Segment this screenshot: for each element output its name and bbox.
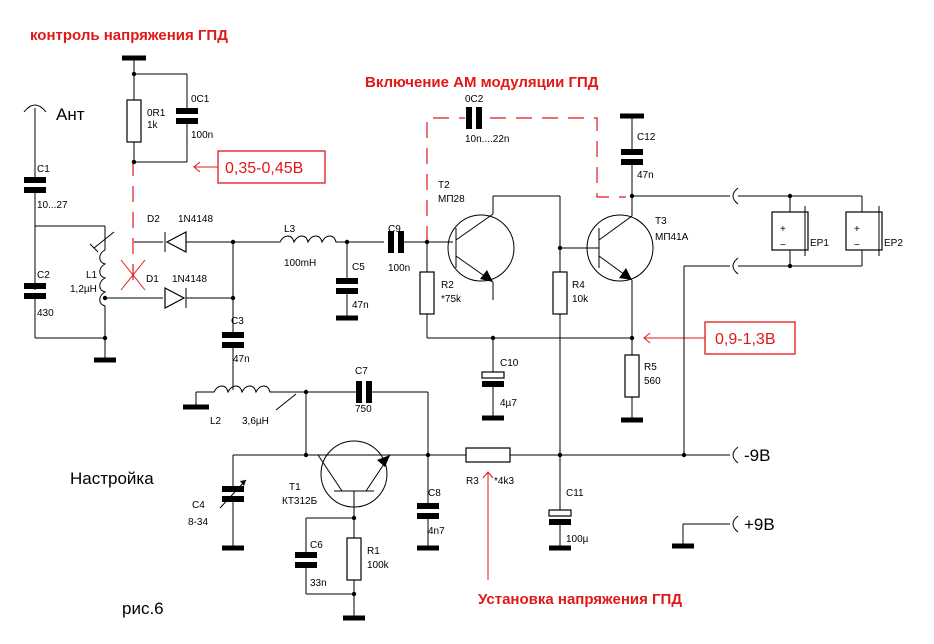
voltage-box-2: 0,9-1,3В	[704, 321, 796, 355]
svg-text:560: 560	[644, 376, 661, 387]
svg-text:4µ7: 4µ7	[500, 398, 517, 409]
svg-text:T1: T1	[289, 482, 301, 493]
tuning-label: Настройка	[70, 469, 154, 488]
svg-text:10k: 10k	[572, 294, 589, 305]
svg-text:D1: D1	[146, 274, 159, 285]
svg-text:−: −	[854, 240, 860, 251]
svg-text:R4: R4	[572, 280, 585, 291]
svg-text:R1: R1	[367, 546, 380, 557]
svg-text:КТ312Б: КТ312Б	[282, 496, 318, 507]
ant-label: Ант	[56, 105, 85, 124]
svg-text:0C2: 0C2	[465, 94, 484, 105]
svg-text:МП28: МП28	[438, 194, 465, 205]
svg-text:C11: C11	[566, 488, 584, 499]
svg-text:47n: 47n	[233, 354, 250, 365]
svg-text:100n: 100n	[388, 263, 410, 274]
svg-text:L2: L2	[210, 416, 222, 427]
svg-text:*75k: *75k	[441, 294, 462, 305]
antenna-icon	[23, 104, 47, 113]
am-enable-note: Включение АМ модуляции ГПД	[365, 74, 599, 91]
svg-text:1,2µH: 1,2µH	[70, 284, 97, 295]
plus9-jack	[732, 515, 739, 533]
am-dash-right	[490, 117, 626, 198]
svg-text:D2: D2	[147, 214, 160, 225]
ep2-headphone: + − EP2	[845, 196, 903, 266]
svg-text:10...27: 10...27	[37, 200, 68, 211]
svg-text:R5: R5	[644, 362, 657, 373]
svg-text:C3: C3	[231, 316, 244, 327]
svg-text:C2: C2	[37, 270, 50, 281]
voltage-box-1: 0,35-0,45В	[217, 150, 326, 184]
svg-text:100k: 100k	[367, 560, 390, 571]
out-jack-top	[732, 187, 739, 205]
svg-text:0,9-1,3В: 0,9-1,3В	[715, 331, 775, 348]
svg-text:3,6µH: 3,6µH	[242, 416, 269, 427]
svg-text:1N4148: 1N4148	[172, 274, 207, 285]
svg-text:EP1: EP1	[810, 238, 829, 249]
svg-text:R3: R3	[466, 476, 479, 487]
svg-text:R2: R2	[441, 280, 454, 291]
voltage-check-note: контроль напряжения ГПД	[30, 27, 228, 44]
svg-text:430: 430	[37, 308, 54, 319]
t3-transistor	[586, 214, 654, 282]
svg-text:47n: 47n	[352, 300, 369, 311]
svg-text:8-34: 8-34	[188, 517, 208, 528]
l3-coil	[233, 235, 384, 244]
svg-text:100mH: 100mH	[284, 258, 316, 269]
minus9-jack	[732, 446, 739, 464]
svg-text:100n: 100n	[191, 130, 213, 141]
svg-text:−: −	[780, 240, 786, 251]
minus9-label: -9В	[744, 446, 770, 465]
svg-text:EP2: EP2	[884, 238, 903, 249]
svg-text:T2: T2	[438, 180, 450, 191]
svg-text:0C1: 0C1	[191, 94, 210, 105]
svg-text:T3: T3	[655, 216, 667, 227]
svg-text:C8: C8	[428, 488, 441, 499]
svg-text:+: +	[854, 224, 860, 235]
am-dash-left	[426, 117, 465, 242]
svg-text:33n: 33n	[310, 578, 327, 589]
ep1-headphone: + − EP1	[771, 193, 829, 269]
figure-label: рис.6	[122, 599, 164, 618]
svg-text:*4k3: *4k3	[494, 476, 514, 487]
svg-text:C12: C12	[637, 132, 656, 143]
svg-text:+: +	[780, 224, 786, 235]
svg-text:4n7: 4n7	[428, 526, 445, 537]
svg-text:1N4148: 1N4148	[178, 214, 213, 225]
svg-text:0,35-0,45В: 0,35-0,45В	[225, 160, 303, 177]
plus9-label: +9В	[744, 515, 775, 534]
svg-text:C7: C7	[355, 366, 368, 377]
svg-text:47n: 47n	[637, 170, 654, 181]
voltage-set-note: Установка напряжения ГПД	[478, 591, 682, 608]
l2-coil	[196, 385, 306, 394]
svg-text:750: 750	[355, 404, 372, 415]
svg-text:C4: C4	[192, 500, 205, 511]
svg-text:L3: L3	[284, 224, 296, 235]
svg-text:L1: L1	[86, 270, 98, 281]
out-jack-bottom	[732, 257, 739, 275]
svg-text:C10: C10	[500, 358, 519, 369]
l1-coil	[99, 226, 107, 360]
svg-text:C6: C6	[310, 540, 323, 551]
svg-text:1k: 1k	[147, 120, 159, 131]
svg-text:0R1: 0R1	[147, 108, 166, 119]
svg-text:C5: C5	[352, 262, 365, 273]
t2-transistor	[447, 214, 515, 282]
svg-text:10n....22n: 10n....22n	[465, 134, 509, 145]
svg-text:C9: C9	[388, 224, 401, 235]
svg-text:МП41А: МП41А	[655, 232, 689, 243]
svg-text:100µ: 100µ	[566, 534, 589, 545]
svg-text:C1: C1	[37, 164, 50, 175]
